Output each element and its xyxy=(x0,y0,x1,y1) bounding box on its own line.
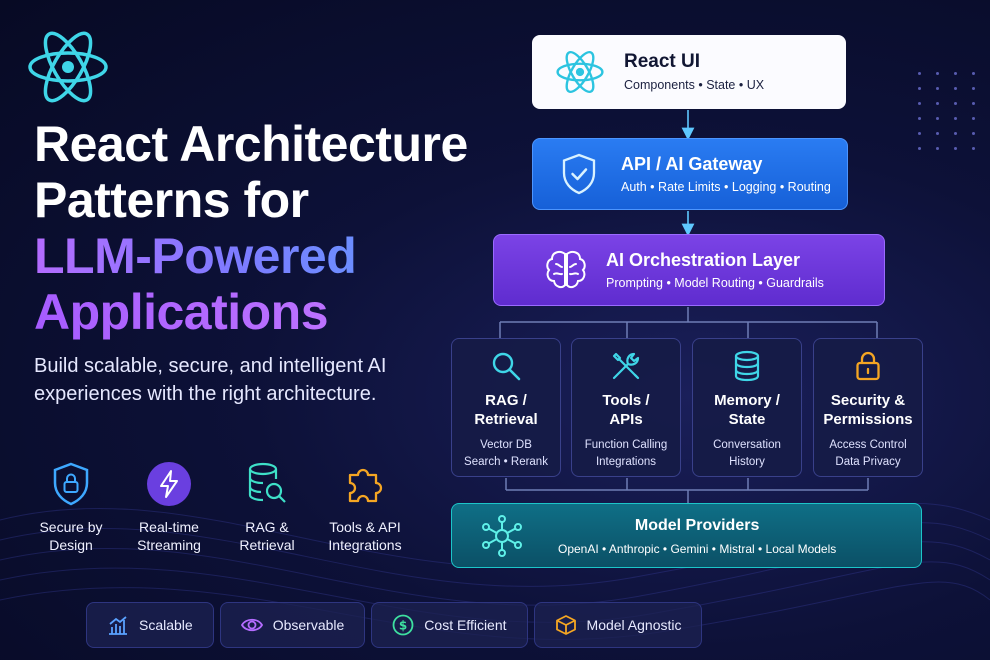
module-title-line-1: Memory / xyxy=(714,392,780,409)
svg-text:$: $ xyxy=(399,619,407,633)
title-line-1: React Architecture xyxy=(34,116,468,172)
cube-icon xyxy=(555,615,576,635)
module-title-line-2: Permissions xyxy=(823,411,913,428)
title-line-2: Patterns for xyxy=(34,172,309,228)
badge-observable: Observable xyxy=(219,602,366,648)
model-providers-box: Model Providers OpenAI • Anthropic • Gem… xyxy=(451,503,922,568)
badge-label: Cost Efficient xyxy=(424,617,507,633)
tools-icon xyxy=(609,349,643,383)
badge-cost: $ Cost Efficient xyxy=(371,602,528,648)
gateway-subtitle: Auth • Rate Limits • Logging • Routing xyxy=(621,180,831,194)
orchestration-subtitle: Prompting • Model Routing • Guardrails xyxy=(606,276,824,290)
module-sub-line-1: Conversation xyxy=(713,439,781,451)
database-search-icon xyxy=(243,460,291,508)
feature-secure: Secure by Design xyxy=(22,460,120,554)
module-sub-line-2: Search • Rerank xyxy=(464,456,548,468)
dollar-icon: $ xyxy=(392,614,414,636)
badge-scalable: Scalable xyxy=(86,602,214,648)
badge-agnostic: Model Agnostic xyxy=(533,602,703,648)
module-title-line-1: RAG / xyxy=(485,392,527,409)
module-sub-line-2: Integrations xyxy=(595,456,657,468)
module-title-line-1: Tools / xyxy=(602,392,650,409)
react-icon xyxy=(554,46,606,98)
badge-label: Scalable xyxy=(139,617,193,633)
react-logo-icon xyxy=(28,31,108,103)
badge-label: Model Agnostic xyxy=(586,617,682,633)
title-line-4: Applications xyxy=(34,284,484,340)
title-line-3: LLM-Powered xyxy=(34,228,484,284)
network-icon xyxy=(476,510,528,562)
shield-check-icon xyxy=(553,148,605,200)
brain-icon xyxy=(540,244,592,296)
feature-label: RAG & Retrieval xyxy=(239,519,295,553)
orchestration-layer-box: AI Orchestration Layer Prompting • Model… xyxy=(493,234,885,306)
feature-label: Secure by Design xyxy=(39,519,103,553)
module-sub-line-2: Data Privacy xyxy=(835,456,901,468)
feature-list: Secure by Design Real-time Streaming RAG… xyxy=(22,460,422,554)
eye-icon xyxy=(240,618,263,632)
providers-title: Model Providers xyxy=(634,516,760,534)
react-ui-subtitle: Components • State • UX xyxy=(624,78,765,92)
lightning-icon xyxy=(145,460,193,508)
providers-subtitle: OpenAI • Anthropic • Gemini • Mistral • … xyxy=(558,541,837,556)
puzzle-icon xyxy=(341,460,389,508)
react-ui-title: React UI xyxy=(624,51,701,72)
module-title-line-2: APIs xyxy=(609,411,643,428)
badge-row: Scalable Observable $ Cost Efficient Mod… xyxy=(86,602,703,648)
feature-rag: RAG & Retrieval xyxy=(218,460,316,554)
feature-label: Tools & API Integrations xyxy=(328,519,402,553)
module-sub-line-1: Vector DB xyxy=(480,439,532,451)
api-gateway-box: API / AI Gateway Auth • Rate Limits • Lo… xyxy=(532,138,848,210)
lock-icon xyxy=(851,349,885,383)
module-title-line-2: State xyxy=(728,411,766,428)
shield-lock-icon xyxy=(47,460,95,508)
module-rag: RAG / Retrieval Vector DB Search • Rerank xyxy=(451,338,561,477)
module-sub-line-1: Function Calling xyxy=(584,439,668,451)
module-title-line-1: Security & xyxy=(830,392,906,409)
feature-tools: Tools & API Integrations xyxy=(316,460,414,554)
database-icon xyxy=(730,349,764,383)
subtitle: Build scalable, secure, and intelligent … xyxy=(34,355,387,405)
page-title: React Architecture Patterns for LLM-Powe… xyxy=(34,116,484,340)
feature-streaming: Real-time Streaming xyxy=(120,460,218,554)
module-title-line-2: Retrieval xyxy=(474,411,538,428)
dot-grid-decoration xyxy=(918,72,976,150)
gateway-title: API / AI Gateway xyxy=(621,154,763,174)
feature-label: Real-time Streaming xyxy=(137,519,201,553)
badge-label: Observable xyxy=(272,617,345,633)
module-sub-line-1: Access Control xyxy=(829,439,907,451)
module-sub-line-2: History xyxy=(729,456,765,468)
search-icon xyxy=(489,349,523,383)
orchestration-title: AI Orchestration Layer xyxy=(606,250,801,270)
react-ui-box: React UI Components • State • UX xyxy=(532,35,846,109)
chart-icon xyxy=(109,616,127,635)
